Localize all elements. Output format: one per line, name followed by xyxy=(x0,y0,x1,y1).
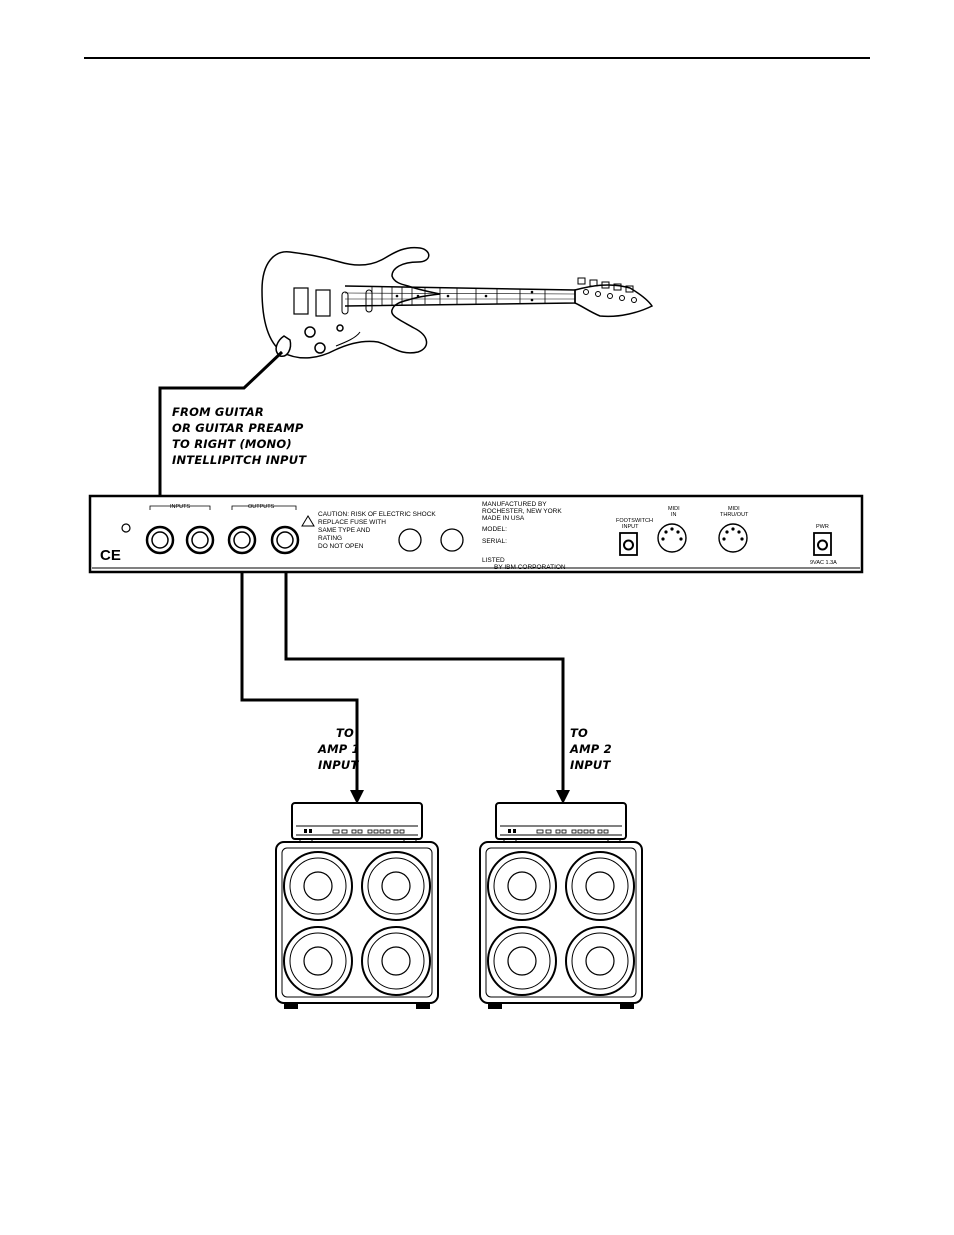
guitar-input-callout-line-4: INTELLIPITCH INPUT xyxy=(172,453,307,467)
serial-label: SERIAL: xyxy=(482,538,507,545)
footswitch-jack xyxy=(619,532,638,556)
cables xyxy=(158,350,565,795)
caution-line-5: DO NOT OPEN xyxy=(318,543,364,550)
midi-in-label-2: IN xyxy=(671,512,677,518)
caution-line-3: SAME TYPE AND xyxy=(318,527,371,534)
rack-rear-panel: CE INPUTS OUTPUTS CAUTION: RISK OF ELECT… xyxy=(88,494,864,574)
footswitch-label-2: INPUT xyxy=(622,524,639,530)
input-jack-left xyxy=(185,525,215,555)
ul-line-1: LISTED xyxy=(482,557,505,564)
outputs-label: OUTPUTS xyxy=(248,504,275,510)
amp1-callout-line-1: TO xyxy=(336,726,354,740)
midi-thru-label-1: MIDI xyxy=(728,506,740,512)
pwr-label: PWR xyxy=(816,524,829,530)
caution-line-1: CAUTION: RISK OF ELECTRIC SHOCK xyxy=(318,511,436,518)
mfr-line-1: MANUFACTURED BY xyxy=(482,501,547,508)
amp2-callout-line-3: INPUT xyxy=(570,758,611,772)
guitar-input-callout-line-1: FROM GUITAR xyxy=(172,405,264,419)
inputs-label: INPUTS xyxy=(170,504,191,510)
midi-in-port xyxy=(657,523,687,553)
mfr-line-3: MADE IN USA xyxy=(482,515,525,522)
amp1-callout-line-3: INPUT xyxy=(318,758,359,772)
ul-line-2: BY IBM CORPORATION xyxy=(494,564,566,571)
caution-line-4: RATING xyxy=(318,535,342,542)
midi-thru-port xyxy=(718,523,748,553)
midi-in-label-1: MIDI xyxy=(668,506,680,512)
input-jack-right-mono xyxy=(145,525,175,555)
amp1-callout-line-2: AMP 1 xyxy=(317,742,360,756)
amp2-callout-line-1: TO xyxy=(570,726,588,740)
footswitch-label-1: FOOTSWITCH xyxy=(616,518,653,524)
model-label: MODEL: xyxy=(482,526,507,533)
output-jack-right xyxy=(270,525,300,555)
ground-screw xyxy=(121,523,131,533)
blank-knockout-1 xyxy=(398,528,422,552)
blank-knockout-2 xyxy=(440,528,464,552)
output-jack-left xyxy=(227,525,257,555)
amp2-callout-line-2: AMP 2 xyxy=(569,742,612,756)
amp-stack-2 xyxy=(479,802,643,1009)
warning-icon xyxy=(301,515,315,527)
guitar-input-callout-line-2: OR GUITAR PREAMP xyxy=(172,421,304,435)
amp-stack-1 xyxy=(275,802,439,1009)
ce-mark: CE xyxy=(100,547,121,564)
guitar-illustration xyxy=(261,246,654,359)
caution-line-2: REPLACE FUSE WITH xyxy=(318,519,386,526)
pwr-sub-label: 9VAC 1.3A xyxy=(810,560,837,566)
guitar-input-callout-line-3: TO RIGHT (MONO) xyxy=(172,437,292,451)
mfr-line-2: ROCHESTER, NEW YORK xyxy=(482,508,562,515)
power-jack xyxy=(813,532,832,556)
midi-thru-label-2: THRU/OUT xyxy=(720,512,749,518)
